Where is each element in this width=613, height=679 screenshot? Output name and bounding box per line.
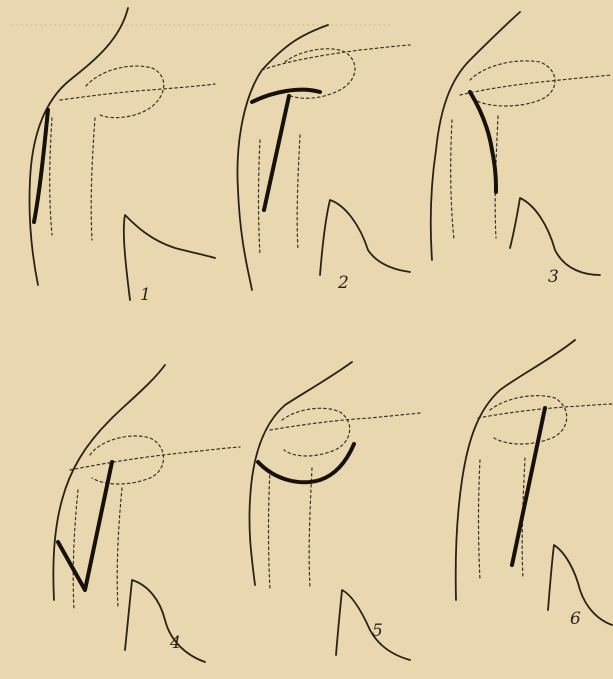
fig5-humerus — [269, 468, 313, 590]
fig2-arm-outline — [320, 200, 410, 275]
figure-6: 6 — [456, 340, 612, 629]
figure-3: 3 — [431, 12, 612, 287]
fig3-humerus — [451, 116, 498, 240]
fig4-incision — [58, 462, 112, 590]
fig5-humeral-head — [282, 408, 350, 456]
fig2-shoulder-outline — [237, 25, 328, 290]
figure-4: 4 — [53, 365, 240, 662]
fig5-incision — [258, 444, 354, 482]
fig4-label: 4 — [169, 633, 181, 653]
fig3-arm-outline — [510, 198, 600, 275]
fig6-humerus — [479, 458, 526, 580]
svg-text:······························: ········································… — [10, 16, 391, 34]
fig2-humerus — [259, 135, 301, 255]
fig2-incision-horizontal — [252, 90, 320, 102]
fig5-shoulder-outline — [249, 362, 352, 585]
fig4-acromion — [70, 447, 240, 470]
fig3-label: 3 — [548, 267, 559, 287]
fig1-label: 1 — [140, 285, 151, 305]
figure-5: 5 — [249, 362, 420, 660]
fig6-label: 6 — [570, 609, 581, 629]
fig5-label: 5 — [372, 621, 383, 641]
figure-1: 1 — [29, 8, 215, 305]
fig1-acromion — [60, 84, 215, 100]
fig3-humeral-head — [470, 61, 555, 106]
figure-2: 2 — [237, 25, 410, 293]
fig2-label: 2 — [337, 273, 349, 293]
fig1-incision — [34, 110, 48, 222]
fig3-incision — [470, 92, 496, 192]
fig3-shoulder-outline — [431, 12, 520, 260]
fig4-arm-outline — [125, 580, 205, 662]
fig3-acromion — [460, 75, 612, 95]
fig2-incision-vertical — [264, 96, 289, 210]
fig6-incision — [512, 408, 545, 565]
fig4-humerus — [73, 488, 122, 610]
fig6-humeral-head — [490, 396, 567, 444]
fig1-humeral-head — [86, 66, 164, 118]
fig6-shoulder-outline — [456, 340, 575, 600]
background-show-through: ········································… — [10, 16, 391, 34]
fig1-humerus — [50, 118, 95, 240]
fig1-arm-outline — [124, 215, 215, 300]
